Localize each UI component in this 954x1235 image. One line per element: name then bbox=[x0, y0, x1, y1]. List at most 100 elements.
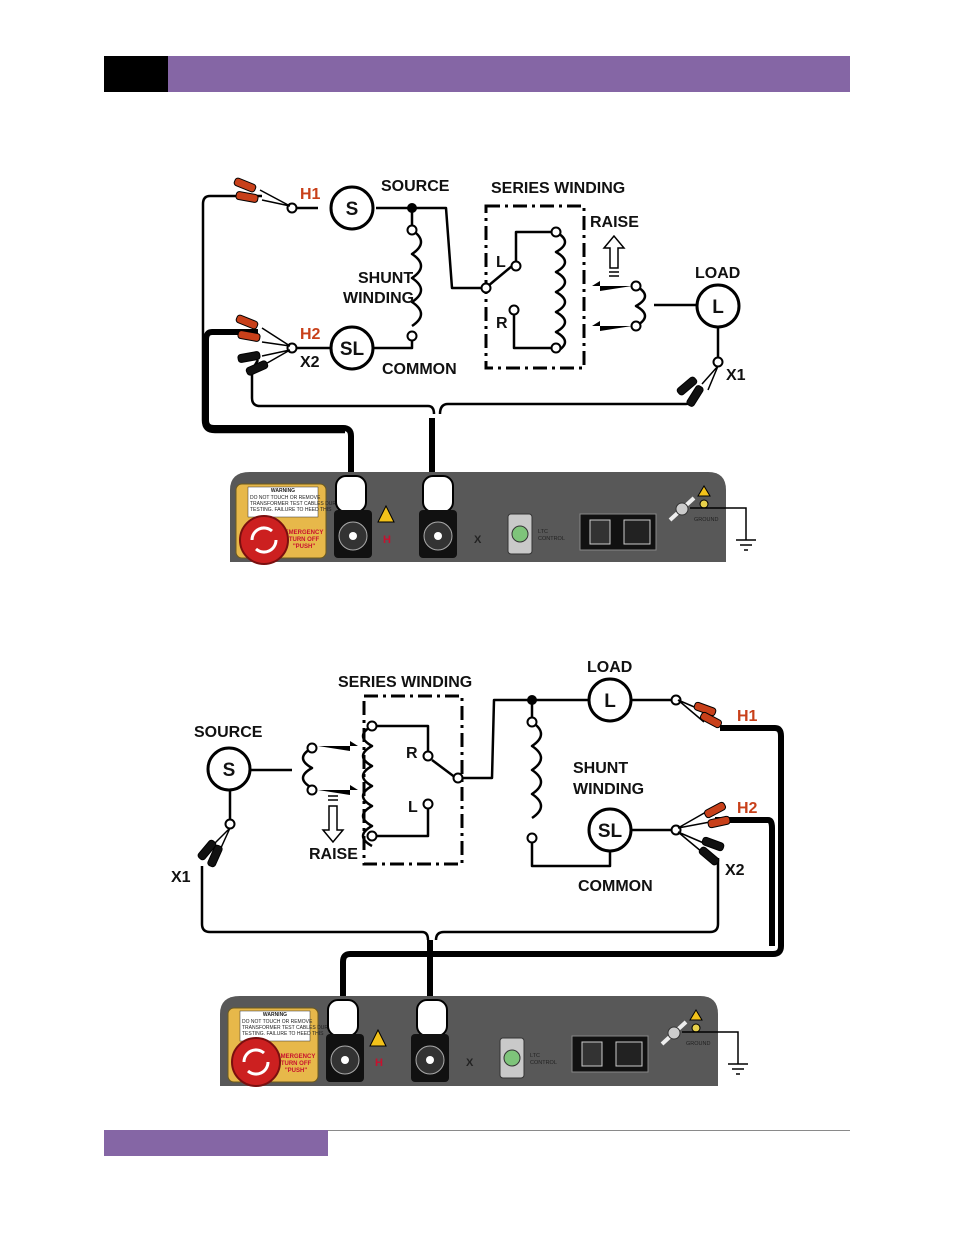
ground-stud-icon-2[interactable] bbox=[660, 1020, 688, 1046]
svg-text:"PUSH": "PUSH" bbox=[285, 1068, 308, 1074]
x2-label: X2 bbox=[300, 354, 320, 371]
wire-x2 bbox=[250, 359, 436, 415]
header-bar bbox=[168, 56, 850, 92]
shunt-label-2: WINDING bbox=[343, 290, 414, 307]
wire-h1 bbox=[201, 194, 262, 420]
wire-x2-2 bbox=[434, 858, 720, 941]
cable-h2-to-h bbox=[203, 329, 354, 480]
clip-h2-icon bbox=[235, 314, 291, 347]
clip-x2-icon bbox=[237, 349, 291, 376]
source-label: SOURCE bbox=[381, 178, 450, 195]
clip-x1-icon-2 bbox=[197, 827, 231, 868]
svg-text:"PUSH": "PUSH" bbox=[293, 544, 316, 550]
high-voltage-warning-icon bbox=[377, 504, 395, 523]
svg-text:X: X bbox=[466, 1057, 474, 1069]
cable-h1-to-h bbox=[340, 725, 784, 1000]
high-voltage-warning-icon-2 bbox=[369, 1028, 387, 1047]
clip-x2-icon-2 bbox=[677, 831, 725, 866]
sl-label: SL bbox=[340, 339, 365, 360]
x2-label-2: X2 bbox=[725, 862, 745, 879]
tap-l-label-2: L bbox=[408, 799, 418, 816]
svg-text:TRANSFORMER TEST CABLES DURING: TRANSFORMER TEST CABLES DURING bbox=[242, 1025, 337, 1031]
h2-label: H2 bbox=[300, 326, 321, 343]
footer-rule bbox=[328, 1130, 850, 1131]
load-symbol-2 bbox=[587, 677, 633, 723]
h1-label-2: H1 bbox=[737, 708, 758, 725]
svg-text:H: H bbox=[383, 534, 391, 546]
clip-h1-icon-2 bbox=[677, 699, 723, 729]
load-l-label-2: L bbox=[604, 691, 616, 712]
ground-symbol-icon-2 bbox=[728, 1063, 748, 1075]
x1-label: X1 bbox=[726, 367, 746, 384]
s-label: S bbox=[346, 199, 359, 220]
h1-label: H1 bbox=[300, 186, 321, 203]
x-cable-plug bbox=[422, 475, 454, 513]
clip-h1-icon bbox=[233, 177, 291, 207]
svg-text:LTC: LTC bbox=[530, 1053, 540, 1059]
svg-text:X: X bbox=[474, 534, 482, 546]
tap-r-label: R bbox=[496, 315, 508, 332]
common-label-2: COMMON bbox=[578, 878, 653, 895]
load-label: LOAD bbox=[695, 265, 740, 282]
h-cable-plug-2 bbox=[327, 999, 359, 1037]
series-winding-box-2 bbox=[362, 694, 464, 866]
common-label: COMMON bbox=[382, 361, 457, 378]
h-cable-plug bbox=[335, 475, 367, 513]
svg-text:EMERGENCY: EMERGENCY bbox=[277, 1054, 316, 1060]
s-label-2: S bbox=[223, 760, 236, 781]
tap-l-label: L bbox=[496, 254, 506, 271]
instrument-panel-1: WARNING DO NOT TOUCH OR REMOVE TRANSFORM… bbox=[230, 472, 756, 565]
svg-text:H: H bbox=[375, 1057, 383, 1069]
svg-text:WARNING: WARNING bbox=[263, 1012, 287, 1018]
svg-text:EMERGENCY: EMERGENCY bbox=[285, 530, 324, 536]
x-cable-plug-2 bbox=[416, 999, 448, 1037]
load-l-label: L bbox=[712, 297, 724, 318]
wire-x1-2 bbox=[200, 866, 430, 941]
raise-arrow bbox=[602, 234, 626, 277]
instrument-panel-2: WARNING DO NOT TOUCH OR REMOVE TRANSFORM… bbox=[220, 996, 748, 1087]
connection-diagram-1: S SL L H1 H2 X2 X1 SOURCE SERIES WINDING… bbox=[201, 177, 756, 565]
series-winding-label: SERIES WINDING bbox=[491, 180, 625, 197]
source-label-2: SOURCE bbox=[194, 724, 263, 741]
ground-symbol-icon bbox=[736, 539, 756, 551]
svg-text:DO NOT TOUCH OR REMOVE: DO NOT TOUCH OR REMOVE bbox=[250, 495, 321, 501]
header-black-block bbox=[104, 56, 168, 92]
shunt-label-1-2: SHUNT bbox=[573, 760, 628, 777]
footer-bar bbox=[104, 1130, 328, 1156]
h2-label-2: H2 bbox=[737, 800, 758, 817]
raise-arrow-2 bbox=[321, 795, 345, 844]
clip-x1-icon bbox=[676, 365, 719, 407]
sl-label-2: SL bbox=[598, 821, 623, 842]
svg-text:TURN OFF: TURN OFF bbox=[289, 537, 320, 543]
load-label-2: LOAD bbox=[587, 659, 632, 676]
svg-text:DO NOT TOUCH OR REMOVE: DO NOT TOUCH OR REMOVE bbox=[242, 1019, 313, 1025]
ground-stud-icon[interactable] bbox=[668, 496, 696, 522]
load-symbol bbox=[695, 283, 741, 329]
shunt-load-symbol-2 bbox=[587, 807, 633, 853]
ground-wire-2 bbox=[682, 1031, 739, 1064]
svg-text:GROUND: GROUND bbox=[694, 517, 718, 523]
emergency-stop-button[interactable] bbox=[239, 515, 289, 565]
connection-diagram-2: S L SL SOURCE SERIES WINDING RAISE LOAD … bbox=[171, 659, 784, 1087]
raise-label: RAISE bbox=[590, 214, 639, 231]
shunt-load-symbol bbox=[329, 325, 375, 371]
shunt-label-2-2: WINDING bbox=[573, 781, 644, 798]
svg-text:WARNING: WARNING bbox=[271, 488, 295, 494]
series-winding-label-2: SERIES WINDING bbox=[338, 674, 472, 691]
tap-r-label-2: R bbox=[406, 745, 418, 762]
clip-h2-icon-2 bbox=[677, 801, 731, 829]
svg-text:LTC: LTC bbox=[538, 529, 548, 535]
svg-text:CONTROL: CONTROL bbox=[530, 1060, 557, 1066]
wire-x1 bbox=[438, 395, 698, 415]
emergency-stop-button-2[interactable] bbox=[231, 1037, 281, 1087]
svg-text:TURN OFF: TURN OFF bbox=[281, 1061, 312, 1067]
series-winding-box bbox=[484, 204, 586, 370]
svg-text:TESTING. FAILURE TO HEED THIS: TESTING. FAILURE TO HEED THIS bbox=[250, 507, 332, 513]
svg-text:CONTROL: CONTROL bbox=[538, 536, 565, 542]
svg-text:TRANSFORMER TEST CABLES DURING: TRANSFORMER TEST CABLES DURING bbox=[250, 501, 345, 507]
ground-wire bbox=[690, 507, 747, 540]
source-symbol bbox=[329, 185, 375, 231]
svg-text:TESTING. FAILURE TO HEED THIS: TESTING. FAILURE TO HEED THIS bbox=[242, 1031, 324, 1037]
x1-label-2: X1 bbox=[171, 869, 191, 886]
raise-label-2: RAISE bbox=[309, 846, 358, 863]
